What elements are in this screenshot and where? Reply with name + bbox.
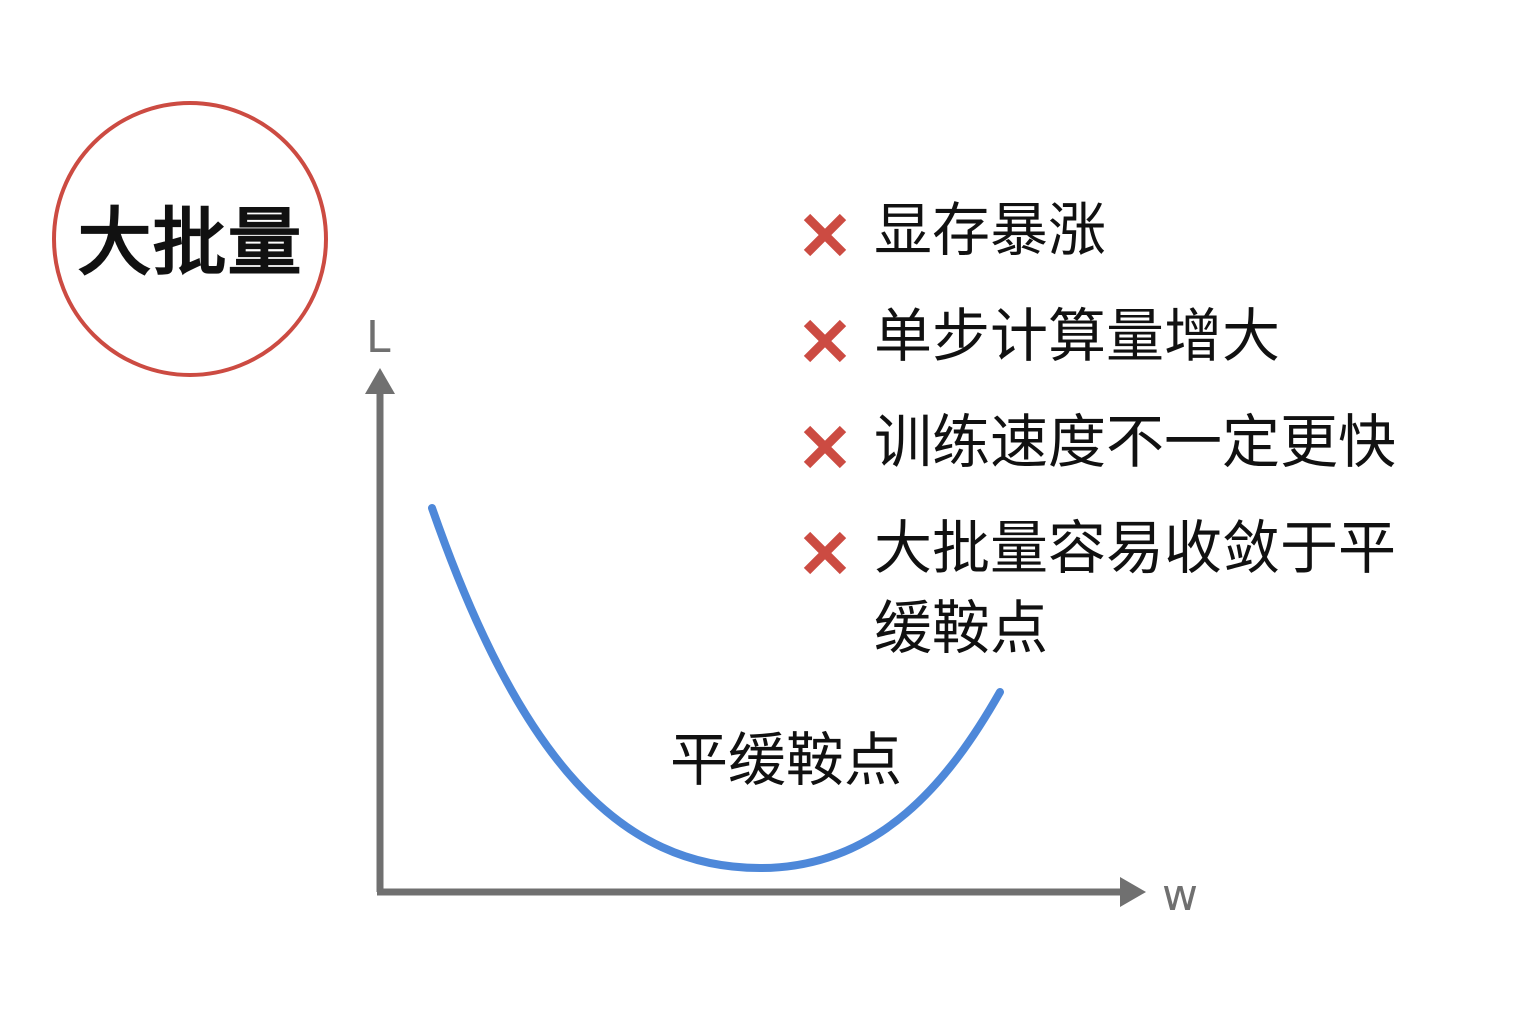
x-mark-icon bbox=[798, 420, 852, 474]
x-axis-label: w bbox=[1162, 870, 1198, 921]
y-axis-label: L bbox=[366, 312, 391, 363]
list-item: 训练速度不一定更快 bbox=[798, 402, 1418, 482]
x-mark-icon bbox=[798, 314, 852, 368]
list-item-text: 单步计算量增大 bbox=[874, 302, 1281, 370]
title-text: 大批量 bbox=[77, 199, 303, 286]
list-item: 单步计算量增大 bbox=[798, 296, 1418, 376]
x-mark-icon bbox=[798, 208, 852, 262]
x-mark-icon bbox=[798, 526, 852, 580]
list-item: 显存暴涨 bbox=[798, 190, 1418, 270]
x-axis-arrowhead bbox=[1120, 877, 1146, 907]
list-item-text: 大批量容易收敛于平缓鞍点 bbox=[874, 514, 1397, 662]
loss-curve bbox=[428, 504, 1004, 873]
y-axis-arrowhead bbox=[365, 368, 395, 394]
curve-annotation: 平缓鞍点 bbox=[670, 726, 902, 794]
title-circle-badge: 大批量 bbox=[52, 101, 328, 377]
list-item-text: 训练速度不一定更快 bbox=[874, 408, 1397, 476]
list-item-text: 显存暴涨 bbox=[874, 196, 1107, 264]
drawback-list: 显存暴涨 单步计算量增大 训练速度不一定更快 大批量容易收敛于平缓鞍点 bbox=[798, 190, 1418, 694]
list-item: 大批量容易收敛于平缓鞍点 bbox=[798, 508, 1418, 668]
